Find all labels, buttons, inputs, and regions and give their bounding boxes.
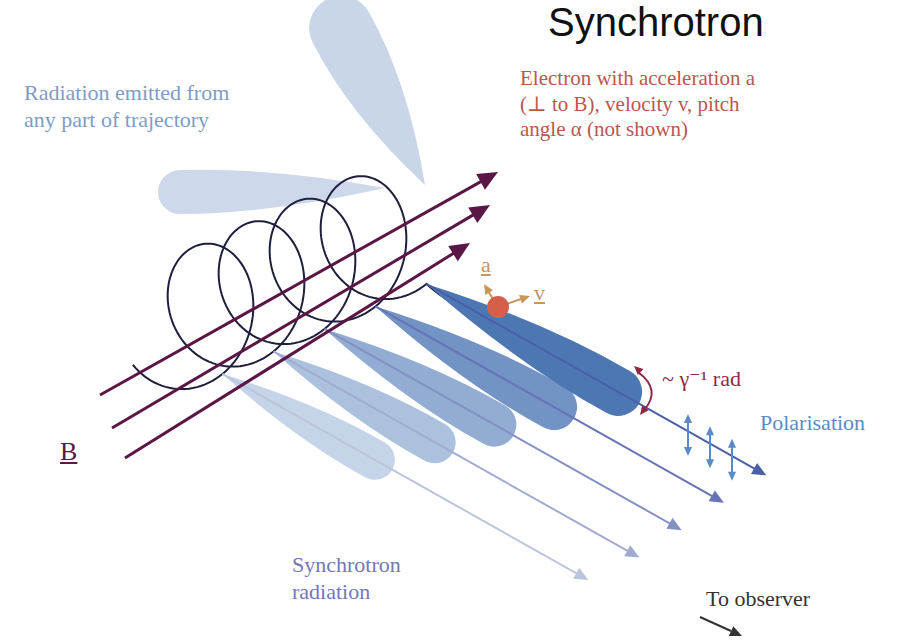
polarisation-label: Polarisation (760, 410, 865, 437)
beam-arrow-head (624, 545, 639, 557)
polarisation-arrow-head (728, 472, 736, 481)
observer-arrow-line (700, 617, 731, 631)
observer-arrow-head (729, 626, 742, 636)
angle-arrow-head (640, 405, 649, 415)
field-line (125, 250, 458, 458)
beam-arrow-head (666, 518, 681, 530)
radiation-label: Synchrotron radiation (292, 552, 462, 606)
field-arrow-head (468, 205, 490, 223)
polarisation-arrow (687, 422, 689, 448)
electron (487, 296, 509, 318)
angle-label: ~ γ⁻¹ rad (662, 366, 741, 393)
field-line (100, 179, 486, 395)
beam-arrow-head (573, 568, 588, 580)
velocity-arrow-head (519, 295, 530, 304)
field-arrow-head (476, 172, 498, 190)
emission-lobe (309, 0, 425, 185)
polarisation-arrow-head (706, 426, 714, 435)
acceleration-arrow-head (484, 284, 493, 295)
electron-label: Electron with acceleration a (⊥ to B), v… (520, 66, 782, 143)
beam-line (426, 284, 757, 470)
beam-arrow-head (751, 463, 766, 475)
polarisation-arrow-head (684, 414, 692, 423)
polarisation-arrow (731, 447, 733, 473)
field-line (112, 212, 478, 428)
field-label: B (60, 436, 77, 468)
emission-lobe (158, 170, 385, 214)
field-arrow-head (448, 243, 470, 261)
angle-arc (638, 372, 652, 410)
vector-label: v (534, 280, 545, 307)
polarisation-arrows (684, 414, 736, 481)
electron-vectors (484, 284, 530, 318)
polarisation-arrow-head (684, 447, 692, 456)
angle-arrow-head (634, 366, 643, 375)
beam-arrow-head (709, 490, 724, 502)
magnetic-field-lines (100, 172, 498, 458)
observer-arrow (700, 617, 742, 636)
vector-label: a (481, 252, 491, 279)
polarisation-arrow (709, 434, 711, 460)
polarisation-arrow-head (706, 459, 714, 468)
polarisation-arrow-head (728, 439, 736, 448)
synchrotron-beams (222, 284, 766, 580)
diagram-title: Synchrotron (548, 0, 764, 44)
beam-angle-arrow (634, 366, 652, 415)
note-label: Radiation emitted from any part of traje… (24, 80, 256, 134)
observer-label: To observer (706, 586, 810, 613)
